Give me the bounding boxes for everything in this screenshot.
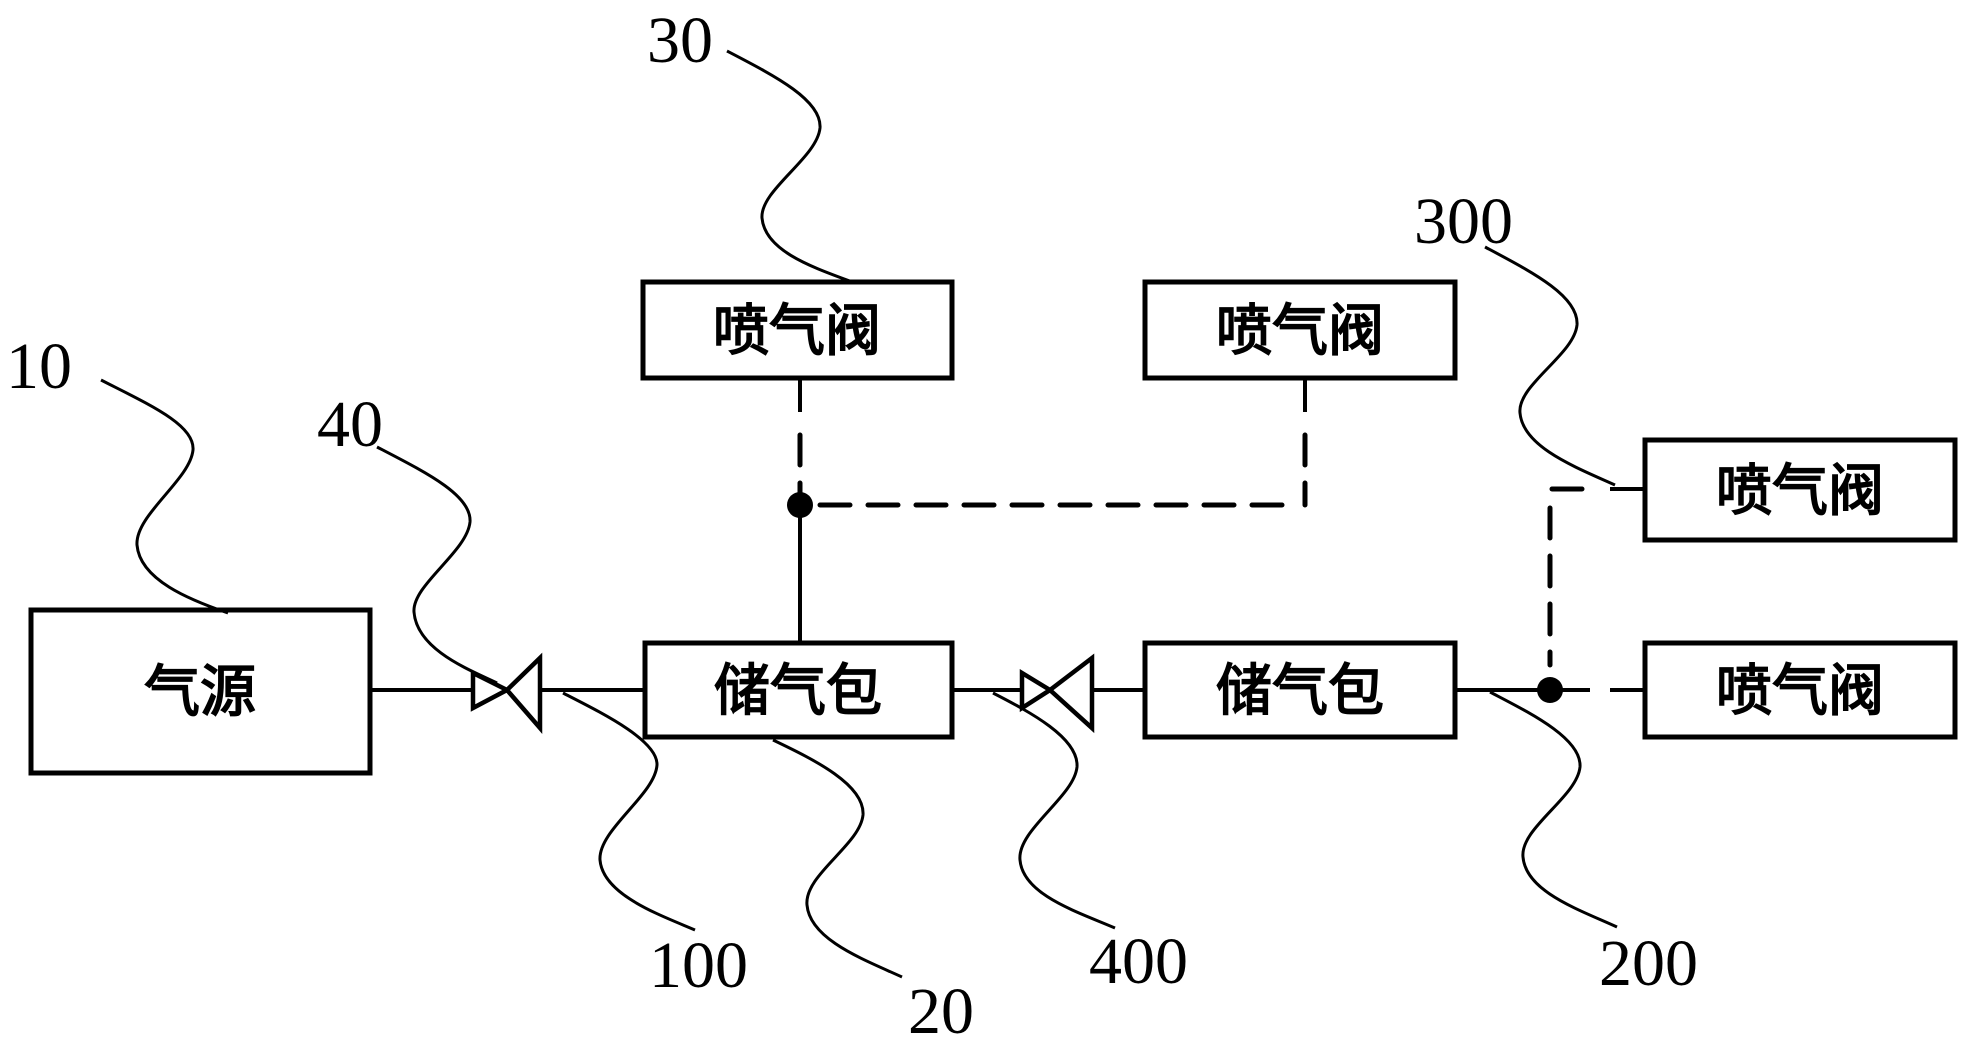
jet-valve-right-2-label: 喷气阀 xyxy=(1716,659,1884,724)
leader-20 xyxy=(772,738,903,979)
leader-10 xyxy=(100,378,229,615)
jet-valve-top-2-box: 喷气阀 xyxy=(1142,279,1458,381)
ref-label-300: 300 xyxy=(1414,185,1513,258)
tank-2-box: 储气包 xyxy=(1142,640,1458,740)
ref-label-200: 200 xyxy=(1599,927,1698,1000)
ref-label-40: 40 xyxy=(317,388,383,461)
ref-label-10: 10 xyxy=(6,330,72,403)
ref-label-100: 100 xyxy=(649,929,748,1002)
valve-1-icon xyxy=(470,652,543,735)
junction-dot-tank1 xyxy=(787,492,813,518)
air-source-label: 气源 xyxy=(144,660,256,725)
leader-400 xyxy=(992,691,1116,930)
jet-valve-top-1-box: 喷气阀 xyxy=(640,279,955,381)
ref-label-20: 20 xyxy=(908,975,974,1043)
leader-100 xyxy=(562,691,696,932)
leader-300 xyxy=(1484,245,1616,487)
ref-label-30: 30 xyxy=(647,4,713,77)
jet-valve-right-1-box: 喷气阀 xyxy=(1642,437,1958,543)
jet-valve-top-2-label: 喷气阀 xyxy=(1216,299,1384,364)
junction-dot-tank2 xyxy=(1537,677,1563,703)
leader-30 xyxy=(726,49,856,285)
tank-2-label: 储气包 xyxy=(1216,659,1384,724)
tank-1-box: 储气包 xyxy=(642,640,955,740)
valve-2-icon xyxy=(1019,653,1095,734)
leader-40 xyxy=(376,445,498,685)
jet-valve-right-1-label: 喷气阀 xyxy=(1716,459,1884,524)
leader-200 xyxy=(1489,690,1618,929)
tank-1-label: 储气包 xyxy=(714,659,882,724)
ref-label-400: 400 xyxy=(1089,925,1188,998)
jet-valve-right-2-box: 喷气阀 xyxy=(1642,640,1958,740)
air-source-box: 气源 xyxy=(28,607,373,776)
jet-valve-top-1-label: 喷气阀 xyxy=(713,299,881,364)
